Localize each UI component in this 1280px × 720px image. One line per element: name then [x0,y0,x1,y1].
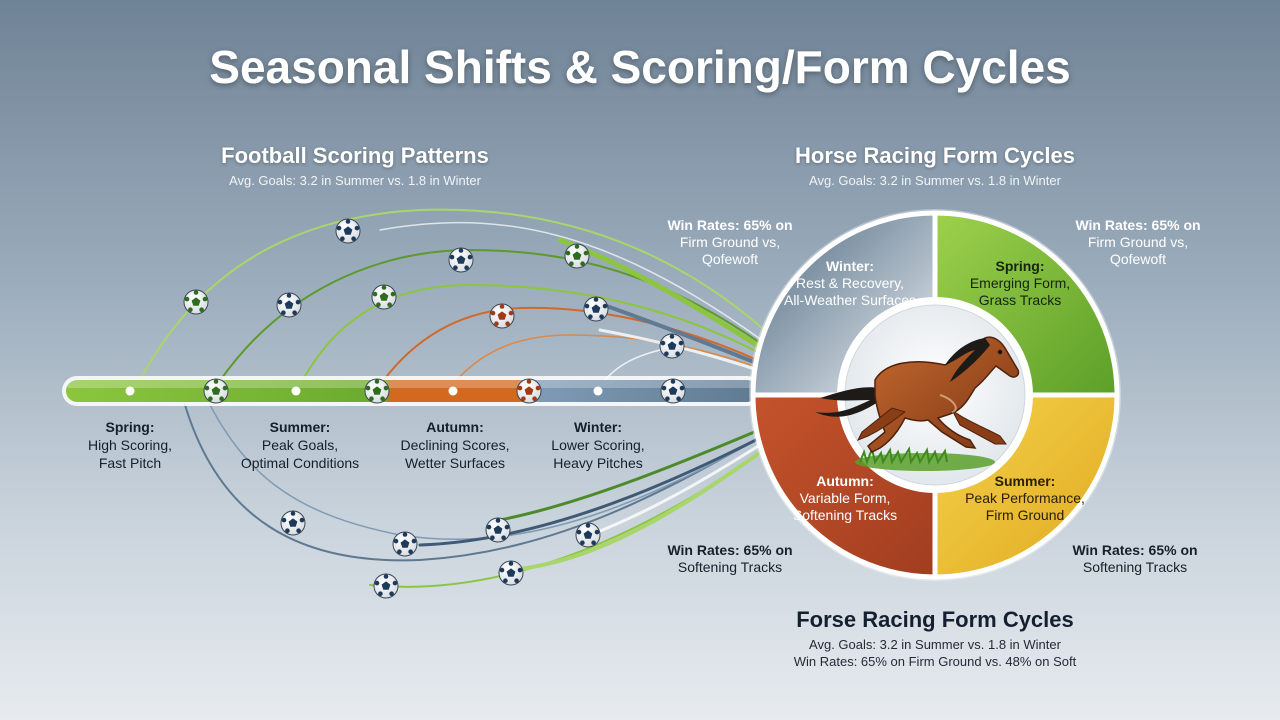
football-icon [183,289,209,315]
football-icon [203,378,229,404]
football-icon [564,243,590,269]
footer-line-win-rates: Win Rates: 65% on Firm Ground vs. 48% on… [793,654,1077,669]
football-icon [489,303,515,329]
footer-line-goals: Avg. Goals: 3.2 in Summer vs. 1.8 in Win… [809,637,1061,652]
football-icon [485,517,511,543]
football-icon [516,378,542,404]
segment-label-summer: Summer: Peak Performance, Firm Ground [965,473,1085,523]
football-icon [371,284,397,310]
football-icon [364,378,390,404]
page-title: Seasonal Shifts & Scoring/Form Cycles [209,41,1071,93]
season-label-autumn: Autumn: Declining Scores, Wetter Surface… [400,419,510,471]
season-label-winter: Winter: Lower Scoring, Heavy Pitches [551,419,645,471]
horse-galloping-icon [815,336,1020,471]
footer-heading: Forse Racing Form Cycles [796,607,1074,632]
timeline-marker-spring [125,386,135,396]
football-icon [575,522,601,548]
football-icon [583,296,609,322]
segment-label-autumn: Autumn: Variable Form, Softening Tracks [792,473,898,523]
win-rate-callout-bottom-right: Win Rates: 65% on Softening Tracks [1072,542,1198,575]
football-icon [659,333,685,359]
season-timeline [62,376,762,406]
football-icon [392,531,418,557]
win-rate-callout-top-left: Win Rates: 65% on Firm Ground vs, Qofewo… [667,217,793,267]
timeline-marker-summer [291,386,301,396]
timeline-marker-winter [593,386,603,396]
racing-subheading: Avg. Goals: 3.2 in Summer vs. 1.8 in Win… [809,173,1061,188]
football-heading: Football Scoring Patterns [221,143,489,168]
win-rate-callout-bottom-left: Win Rates: 65% on Softening Tracks [667,542,793,575]
football-icons [183,218,686,599]
win-rate-callout-top-right: Win Rates: 65% on Firm Ground vs, Qofewo… [1075,217,1201,267]
timeline-marker-autumn [448,386,458,396]
football-icon [276,292,302,318]
racing-heading: Horse Racing Form Cycles [795,143,1075,168]
segment-label-spring: Spring: Emerging Form, Grass Tracks [969,258,1071,308]
football-icon [660,378,686,404]
season-label-spring: Spring: High Scoring, Fast Pitch [87,419,173,471]
football-icon [280,510,306,536]
football-icon [448,247,474,273]
season-label-summer: Summer: Peak Goals, Optimal Conditions [240,419,360,471]
football-icon [373,573,399,599]
segment-label-winter: Winter: Rest & Recovery, All-Weather Sur… [783,258,916,308]
football-icon [498,560,524,586]
football-subheading: Avg. Goals: 3.2 in Summer vs. 1.8 in Win… [229,173,481,188]
football-icon [335,218,361,244]
